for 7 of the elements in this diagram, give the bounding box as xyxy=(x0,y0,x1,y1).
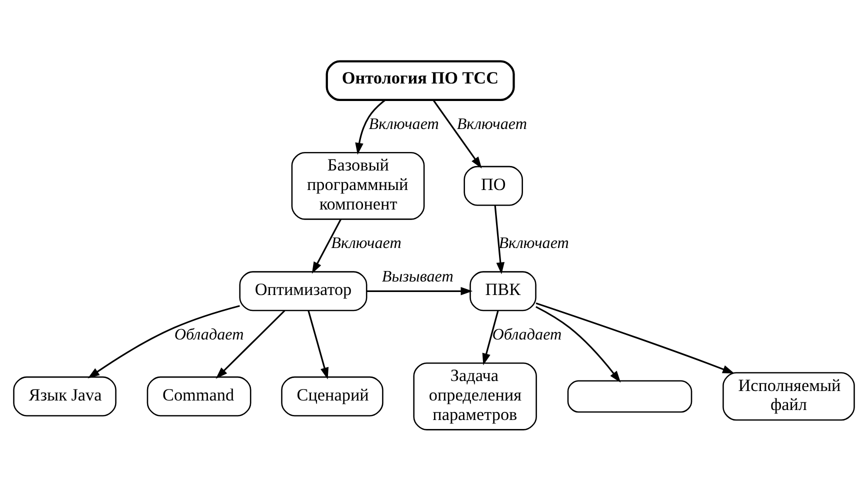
edge-label: Обладает xyxy=(174,326,244,344)
edge-label: Включает xyxy=(368,116,438,133)
edge-label: Вызывает xyxy=(381,268,453,286)
edge-label: Включает xyxy=(456,116,527,133)
edge-label: Включает xyxy=(330,235,401,252)
edge-label: Обладает xyxy=(492,326,562,344)
edge-label: Включает xyxy=(498,235,568,252)
